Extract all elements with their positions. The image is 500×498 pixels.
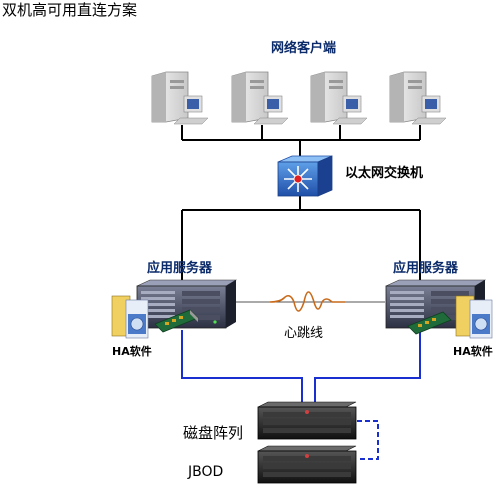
heartbeat-label: 心跳线 (284, 326, 324, 341)
software-box-icon (455, 295, 493, 339)
storage-wiring (181, 330, 421, 405)
clients-label: 网络客户端 (271, 41, 337, 56)
software-box-icon (111, 295, 149, 339)
server-left-label: 应用服务器 (147, 261, 213, 276)
client-pc (231, 71, 289, 125)
lan-wiring (181, 125, 421, 288)
client-pc (389, 71, 447, 125)
network-switch-icon (277, 155, 333, 197)
disk-array-label: 磁盘阵列 (183, 424, 244, 442)
client-pc (310, 71, 368, 125)
ha-software-left-label: HA软件 (112, 345, 152, 358)
server-right-label: 应用服务器 (393, 261, 459, 276)
rack-storage-icon (257, 401, 357, 440)
heartbeat-link (228, 291, 385, 312)
expansion-card-icon (407, 311, 452, 335)
switch-label: 以太网交换机 (345, 166, 424, 181)
jbod-label: JBOD (188, 464, 224, 480)
expansion-card-icon (154, 309, 199, 333)
ha-software-right-label: HA软件 (453, 345, 493, 358)
page-title: 双机高可用直连方案 (2, 1, 138, 19)
client-pc (151, 71, 209, 125)
rack-storage-icon (257, 445, 357, 484)
daisy-chain-link (357, 420, 379, 460)
